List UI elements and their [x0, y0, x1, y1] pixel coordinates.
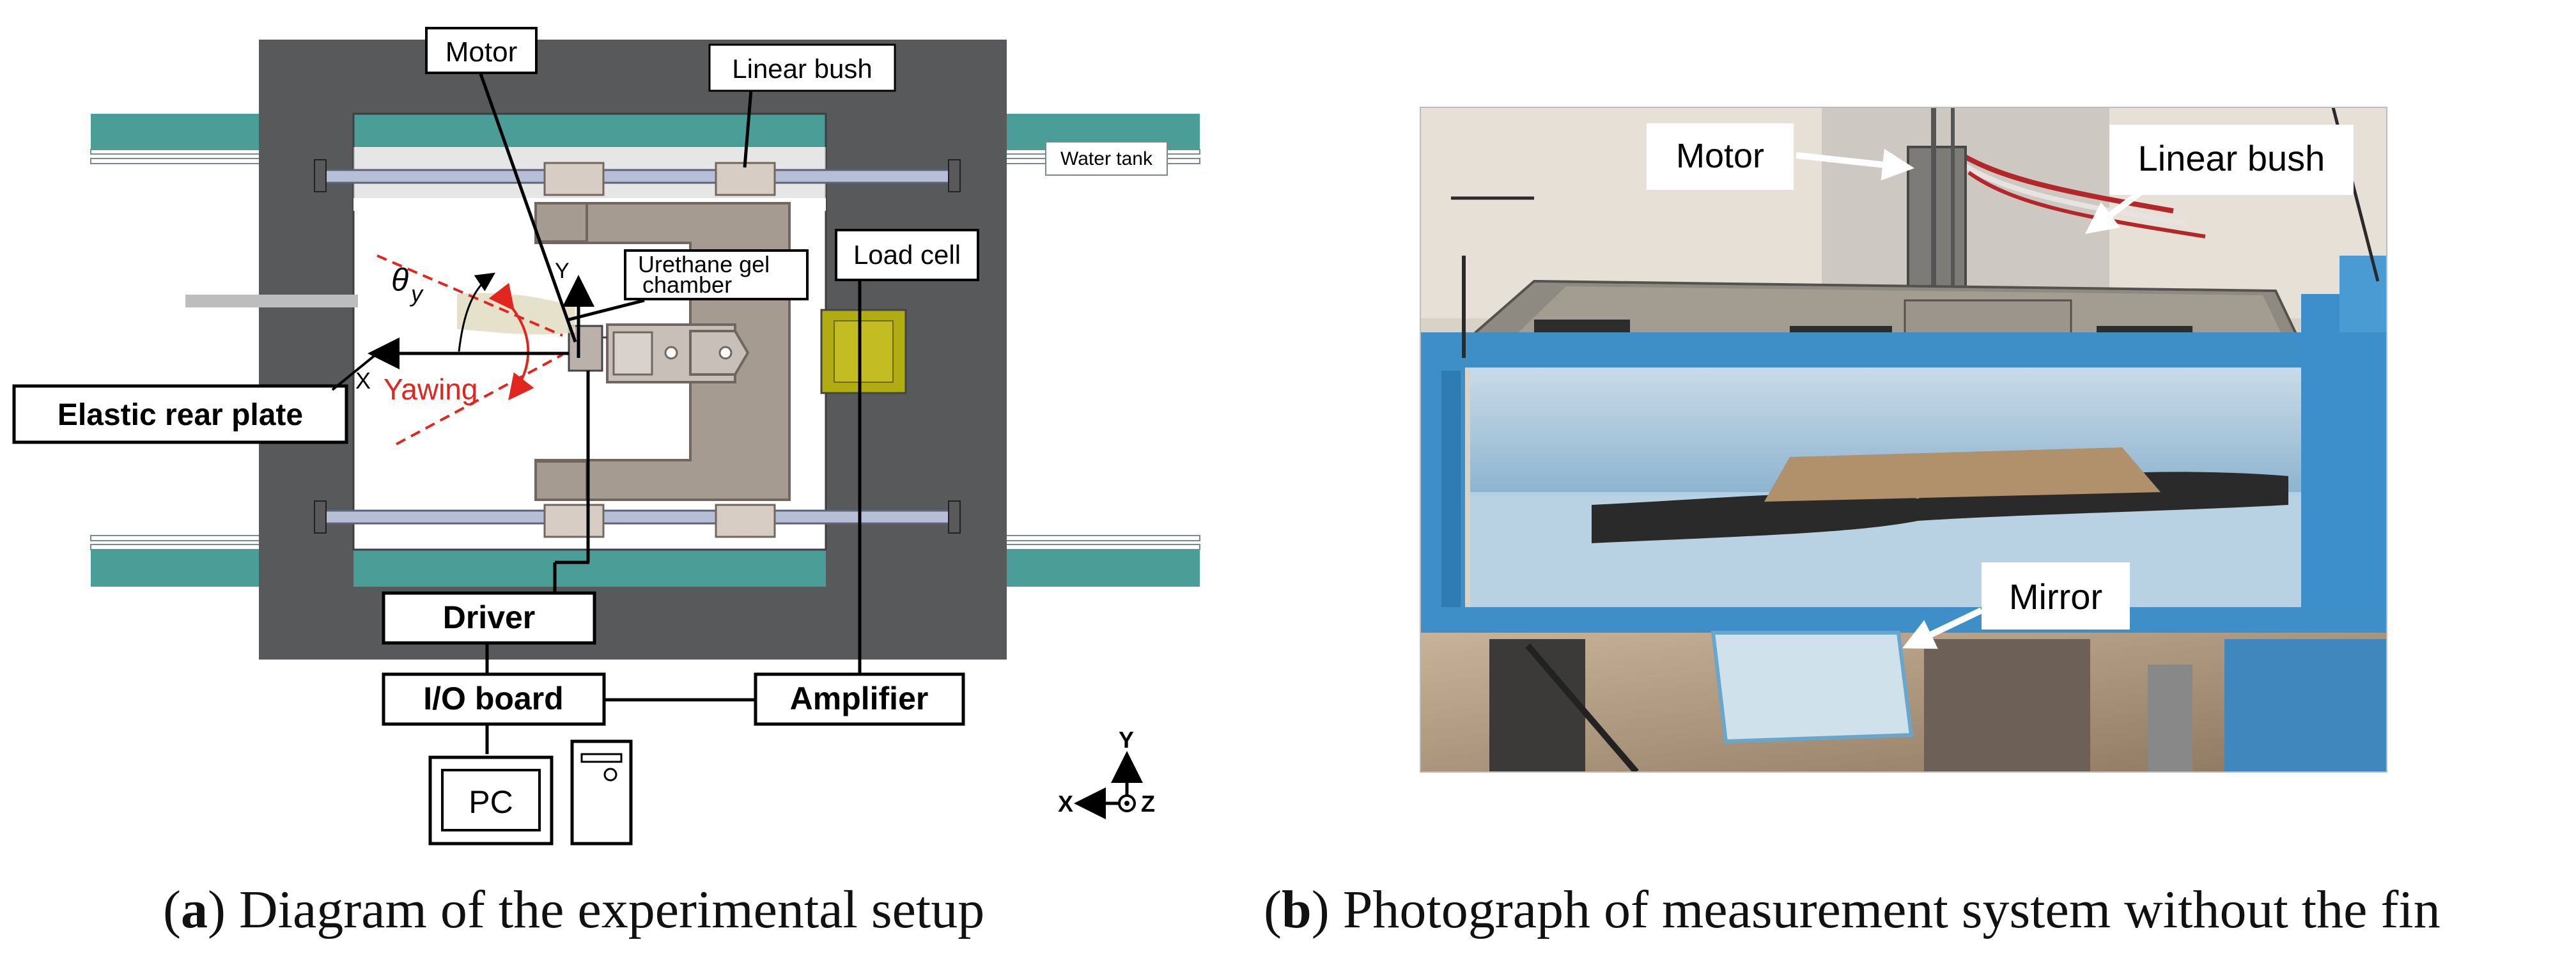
box-driver: Driver [382, 591, 596, 645]
label-load-cell: Load cell [835, 229, 979, 281]
caption-a: (a) Diagram of the experimental setup [163, 880, 985, 939]
photo-label-mirror: Mirror [1982, 562, 2130, 630]
io-board-text: I/O board [423, 681, 563, 716]
triad-x-label: X [1058, 791, 1073, 817]
photo-label-linear-bush: Linear bush [2109, 125, 2354, 195]
photo-mirror-arrow [1902, 607, 1983, 649]
linear-shaft-top [314, 159, 961, 192]
pc-monitor: PC [428, 755, 554, 846]
coordinate-triad: Y X Z [1058, 727, 1155, 819]
label-elastic-rear-plate: Elastic rear plate [12, 384, 348, 444]
label-water-tank-text: Water tank [1060, 148, 1153, 169]
body-y-label: Y [555, 259, 570, 283]
theta-subscript: y [409, 281, 424, 307]
bush-block-top-right [715, 162, 776, 196]
label-urethane-text-2: chamber [642, 272, 732, 298]
caption-b-text: Photograph of measurement system without… [1329, 880, 2440, 939]
photo-motor-arrow [1796, 148, 1914, 181]
caption-a-letter: a [180, 880, 208, 939]
yaw-limit-lower [396, 353, 563, 445]
yawing-text: Yawing [384, 373, 477, 406]
box-amplifier: Amplifier [754, 672, 965, 726]
leader-elastic-plate [331, 347, 385, 391]
photo-linear-bush-text: Linear bush [2138, 138, 2325, 178]
triad-z-label: Z [1141, 791, 1155, 817]
photo-mirror-text: Mirror [2009, 576, 2102, 617]
label-linear-bush-text: Linear bush [732, 54, 873, 84]
label-water-tank: Water tank [1045, 141, 1168, 176]
bush-block-top-left [543, 162, 605, 196]
label-linear-bush: Linear bush [708, 43, 896, 92]
label-load-cell-text: Load cell [853, 240, 961, 270]
photo-linear-bush-arrow [2085, 189, 2143, 234]
amplifier-text: Amplifier [790, 681, 929, 716]
bush-block-bottom-left [543, 504, 605, 538]
driver-text: Driver [443, 599, 536, 635]
panel-b-photograph: Motor Linear bush Mirror [1420, 107, 2387, 773]
panel-a-diagram: Motor Linear bush Water tank Urethane ge… [12, 27, 1200, 846]
linear-shaft-bottom [314, 500, 961, 534]
caption-a-text: Diagram of the experimental setup [225, 880, 985, 939]
triad-y-label: Y [1119, 727, 1134, 753]
theta-arc [458, 272, 495, 352]
label-motor: Motor [425, 27, 538, 74]
caption-b: (b) Photograph of measurement system wit… [1264, 880, 2440, 939]
label-motor-text: Motor [446, 36, 517, 68]
photo-motor-text: Motor [1676, 137, 1764, 175]
body-x-label: X [355, 367, 371, 394]
bush-block-bottom-right [715, 504, 776, 538]
pc-text: PC [469, 784, 513, 820]
inner-rail-top [353, 114, 826, 147]
photo-label-motor: Motor [1647, 123, 1794, 190]
theta-symbol: θ [391, 262, 408, 298]
fin-rod [185, 295, 358, 307]
box-io-board: I/O board [382, 672, 606, 726]
pc-tower-icon [570, 739, 633, 846]
urethane-gel-chamber [568, 323, 750, 383]
caption-b-letter: b [1281, 880, 1312, 939]
label-urethane-text-1: Urethane gel [638, 251, 770, 277]
leader-lines [477, 70, 862, 754]
label-urethane-gel: Urethane gel chamber [624, 249, 809, 300]
yawing-arc [488, 282, 534, 401]
label-elastic-rear-plate-text: Elastic rear plate [58, 398, 303, 432]
